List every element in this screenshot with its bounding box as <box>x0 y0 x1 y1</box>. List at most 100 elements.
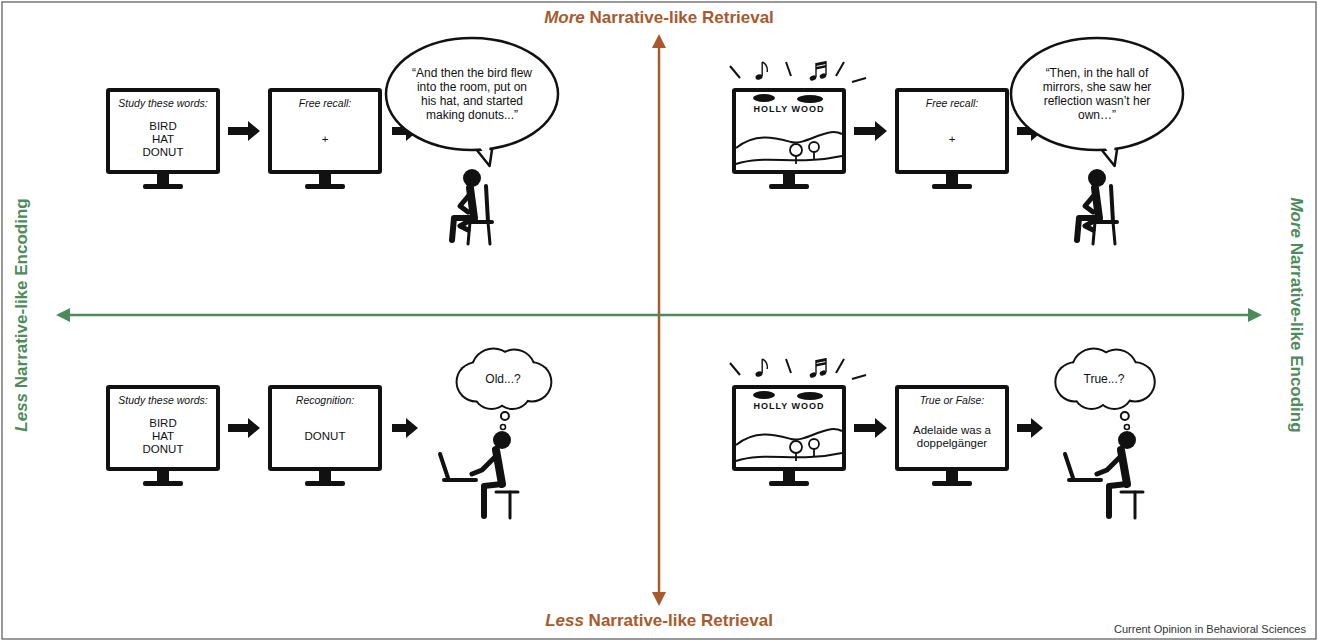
screen-heading: Free recall: <box>923 97 982 109</box>
thought-bubble: Old...? <box>455 350 551 408</box>
thought-dot <box>1124 425 1129 430</box>
cloud <box>797 95 823 103</box>
seated-person <box>1077 169 1117 244</box>
screen-body: Adelaide was a doppelgänger <box>899 406 1005 467</box>
monitor-neck <box>319 471 331 482</box>
monitor-base <box>932 481 972 486</box>
monitor-stand <box>303 174 347 190</box>
monitor-stand <box>930 174 974 190</box>
monitor-screen: HOLLY WOOD <box>732 385 846 471</box>
speech-text: “Then, in the hall of mirrors, she saw h… <box>1034 66 1160 122</box>
thought-dot <box>1121 412 1129 420</box>
tree <box>809 142 819 152</box>
person-at-laptop <box>1065 431 1143 518</box>
screen-body: BIRD HAT DONUT <box>139 109 188 170</box>
monitor-screen: HOLLY WOOD <box>732 88 846 174</box>
screen-body: + <box>318 109 333 170</box>
monitor-stand <box>767 471 811 487</box>
monitor-neck <box>157 471 169 482</box>
axis-emphasis: Less <box>12 393 31 432</box>
seated-person <box>452 169 492 244</box>
screen-text: + <box>949 133 956 146</box>
monitor-screen: Free recall:+ <box>268 88 382 174</box>
axis-emphasis: More <box>544 8 585 27</box>
monitor-neck <box>946 174 958 185</box>
sign-text: HOLLY WOOD <box>753 401 824 411</box>
block-arrow <box>854 121 887 141</box>
monitor-screen: Study these words: BIRD HAT DONUT <box>106 88 220 174</box>
tree <box>795 453 797 461</box>
bubble-ellipse <box>1011 38 1183 150</box>
monitor-screen: Recognition: DONUT <box>268 385 382 471</box>
tree <box>813 152 815 160</box>
screen-text: BIRD HAT DONUT <box>143 417 184 456</box>
axis-emphasis: More <box>1287 197 1306 238</box>
monitor-base <box>305 184 345 189</box>
monitor-neck <box>783 174 795 185</box>
bubble-join <box>475 139 490 160</box>
speech-text: “And then the bird flew into the room, p… <box>409 66 535 122</box>
block-arrow <box>228 121 260 141</box>
cloud-fill <box>1081 356 1127 402</box>
monitor-neck <box>319 174 331 185</box>
tree <box>809 439 819 449</box>
thought-text: Old...? <box>485 372 520 386</box>
screen-body: DONUT <box>301 406 350 467</box>
monitor-base <box>769 481 809 486</box>
monitor-screen: True or False:Adelaide was a doppelgänge… <box>895 385 1009 471</box>
music-notes <box>730 358 866 379</box>
cloud <box>753 94 775 102</box>
monitor-neck <box>157 174 169 185</box>
block-arrow <box>228 418 260 438</box>
tree <box>795 156 797 164</box>
sign-text: HOLLY WOOD <box>753 104 824 114</box>
thought-bubble: True...? <box>1052 350 1156 408</box>
monitor-neck <box>783 471 795 482</box>
monitor-screen: Study these words:BIRD HAT DONUT <box>106 385 220 471</box>
hill-line <box>736 156 842 164</box>
thought-dot <box>501 412 509 420</box>
bubble-join <box>1100 139 1115 160</box>
axis-emphasis: Less <box>545 611 584 630</box>
monitor-base <box>143 184 183 189</box>
music-notes <box>730 61 866 82</box>
block-arrow <box>854 418 887 438</box>
speech-bubble: “Then, in the hall of mirrors, she saw h… <box>1009 36 1185 152</box>
hill-line <box>736 429 842 445</box>
retrieval-axis <box>652 34 666 606</box>
monitor-screen: Free recall: + <box>895 88 1009 174</box>
screen-text: + <box>322 133 329 146</box>
cloud <box>753 391 775 399</box>
thought-dot <box>501 425 506 430</box>
thought-text: True...? <box>1084 372 1125 386</box>
screen-heading: Study these words: <box>115 97 210 109</box>
cloud <box>797 392 823 400</box>
monitor-stand <box>141 174 185 190</box>
screen-text: DONUT <box>305 430 346 443</box>
movie-scene <box>736 389 842 467</box>
monitor-stand <box>141 471 185 487</box>
screen-text: BIRD HAT DONUT <box>143 120 184 159</box>
tree <box>790 441 802 453</box>
tree <box>790 144 802 156</box>
hill-line <box>736 132 842 148</box>
monitor-base <box>769 184 809 189</box>
person-at-laptop <box>440 431 518 518</box>
monitor-neck <box>946 471 958 482</box>
monitor-stand <box>767 174 811 190</box>
axis-label: Less Narrative-like Encoding <box>12 198 32 431</box>
axis-label: More Narrative-like Encoding <box>1286 197 1306 432</box>
screen-heading: Recognition: <box>293 394 357 406</box>
encoding-axis <box>56 308 1262 322</box>
bubble-ellipse <box>386 38 558 150</box>
screen-text: Adelaide was a doppelgänger <box>903 424 1001 450</box>
monitor-stand <box>303 471 347 487</box>
journal-credit: Current Opinion in Behavioral Sciences <box>1114 623 1306 635</box>
monitor-base <box>932 184 972 189</box>
axis-label: Less Narrative-like Retrieval <box>545 611 773 631</box>
hill-line <box>736 453 842 461</box>
monitor-stand <box>930 471 974 487</box>
monitor-base <box>305 481 345 486</box>
speech-bubble: “And then the bird flew into the room, p… <box>384 36 560 152</box>
